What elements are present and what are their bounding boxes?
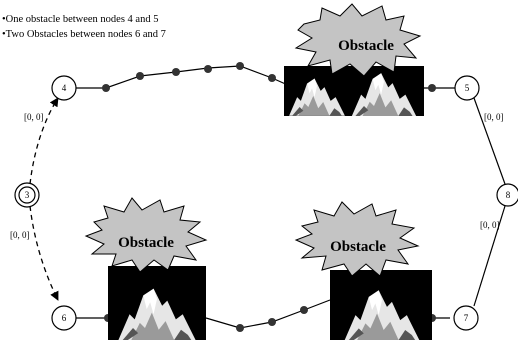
obstacle-label: Obstacle xyxy=(338,38,394,54)
terrain-image-bottom-right xyxy=(330,270,432,340)
edge-label-3-4: [0, 0] xyxy=(24,112,44,122)
waypoint-dot xyxy=(172,68,180,76)
edge-label-3-6: [0, 0] xyxy=(10,230,30,240)
edge-8-7 xyxy=(473,205,506,307)
edge-4-5 xyxy=(75,65,291,89)
node-label: 5 xyxy=(465,83,470,93)
arrow-3-to-4 xyxy=(29,97,59,185)
node-7: 7 xyxy=(453,305,479,331)
waypoint-dot xyxy=(102,84,110,92)
node-label: 7 xyxy=(464,313,469,323)
waypoint-dot xyxy=(204,65,212,73)
waypoint-dot xyxy=(268,318,276,326)
waypoint-dot xyxy=(300,306,308,314)
waypoint-dot xyxy=(428,84,436,92)
node-6: 6 xyxy=(51,305,77,331)
node-label: 8 xyxy=(506,190,511,200)
waypoint-dots xyxy=(102,62,436,332)
obstacle-burst-bottom-right: Obstacle xyxy=(294,201,420,277)
node-5: 5 xyxy=(454,75,480,101)
obstacle-label: Obstacle xyxy=(330,239,386,255)
node-label: 6 xyxy=(62,313,67,323)
edge-label-5-8: [0, 0] xyxy=(484,112,504,122)
note-1: •One obstacle between nodes 4 and 5 xyxy=(2,14,159,25)
notes: •One obstacle between nodes 4 and 5 •Two… xyxy=(2,12,166,42)
node-label: 3 xyxy=(25,190,30,200)
node-label: 4 xyxy=(62,83,67,93)
edge-5-8 xyxy=(473,97,506,185)
obstacle-burst-top: Obstacle xyxy=(294,3,422,77)
node-4: 4 xyxy=(51,75,77,101)
node-3: 3 xyxy=(14,182,40,208)
arrow-3-to-6 xyxy=(29,205,59,301)
waypoint-dot xyxy=(236,324,244,332)
waypoint-dot xyxy=(236,62,244,70)
note-2: •Two Obstacles between nodes 6 and 7 xyxy=(2,29,166,40)
obstacle-burst-bottom-left: Obstacle xyxy=(84,197,208,273)
node-8: 8 xyxy=(496,183,518,207)
terrain-image-top xyxy=(284,66,424,116)
obstacle-label: Obstacle xyxy=(118,235,174,251)
terrain-image-bottom-left xyxy=(108,266,206,340)
edge-label-8-7: [0, 0] xyxy=(480,220,500,230)
waypoint-dot xyxy=(268,74,276,82)
waypoint-dot xyxy=(136,72,144,80)
